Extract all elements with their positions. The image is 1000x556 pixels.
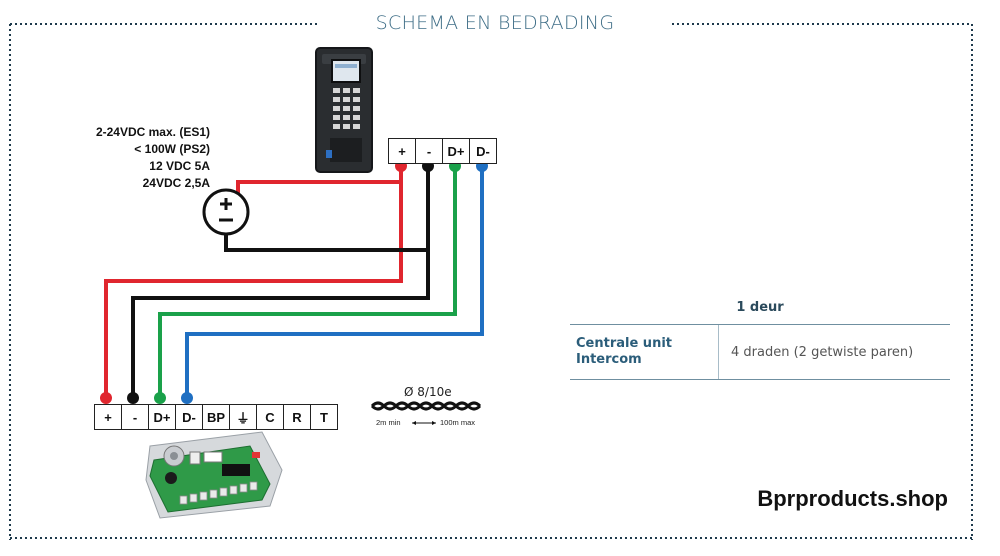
intercom-terminal-block: + - D+ D- [388, 138, 497, 164]
power-spec-3: 12 VDC 5A [149, 159, 210, 173]
table-header: 1 deur [570, 300, 950, 325]
twisted-pair-icon [370, 401, 482, 425]
intercom-terminal: + [389, 139, 416, 163]
dot-minus-bottom [127, 392, 139, 404]
ground-icon: ⏚ [230, 405, 257, 429]
controller-board-icon [145, 431, 283, 519]
power-specs: 2-24VDC max. (ES1) < 100W (PS2) 12 VDC 5… [96, 124, 210, 192]
power-spec-2: < 100W (PS2) [134, 142, 210, 156]
power-spec-1: 2-24VDC max. (ES1) [95, 125, 210, 139]
wire-plus-controller [104, 182, 403, 398]
wire-data-minus [185, 166, 484, 398]
intercom-terminal: D- [476, 143, 490, 159]
power-spec-4: 24VDC 2,5A [142, 176, 210, 190]
wire-minus-psu [224, 166, 430, 252]
controller-terminal: D- [176, 405, 203, 429]
dot-plus-bottom [100, 392, 112, 404]
controller-terminal: D+ [149, 405, 176, 429]
controller-terminal: BP [203, 405, 230, 429]
intercom-terminal: D+ [443, 139, 470, 163]
cable-diameter-label: Ø 8/10e [404, 385, 452, 399]
dot-data-minus-bottom [181, 392, 193, 404]
power-supply-icon [202, 188, 250, 236]
wire-data-plus [158, 166, 457, 398]
intercom-terminal: - [416, 139, 443, 163]
table-row-label: Centrale unit Intercom [576, 336, 672, 367]
controller-terminal: - [122, 405, 149, 429]
wire-minus-controller [131, 250, 430, 398]
cable-min-label: 2m min [376, 418, 401, 427]
table-row-value: 4 draden (2 getwiste paren) [718, 325, 950, 379]
table-row: Centrale unit Intercom 4 draden (2 getwi… [570, 325, 950, 380]
controller-terminal: R [284, 405, 311, 429]
controller-terminal: + [95, 405, 122, 429]
brand-label: Bprproducts.shop [757, 486, 948, 511]
dot-data-plus-bottom [154, 392, 166, 404]
cable-max-label: 100m max [440, 418, 476, 427]
wiring-table: 1 deur Centrale unit Intercom 4 draden (… [570, 300, 950, 380]
controller-terminal: C [257, 405, 284, 429]
wire-plus [236, 166, 403, 200]
controller-terminal-block: + - D+ D- BP ⏚ C R T [94, 404, 338, 430]
intercom-keypad-icon [315, 47, 373, 173]
diagram-title: SCHEMA EN BEDRADING [375, 12, 615, 34]
controller-terminal: T [320, 409, 328, 425]
